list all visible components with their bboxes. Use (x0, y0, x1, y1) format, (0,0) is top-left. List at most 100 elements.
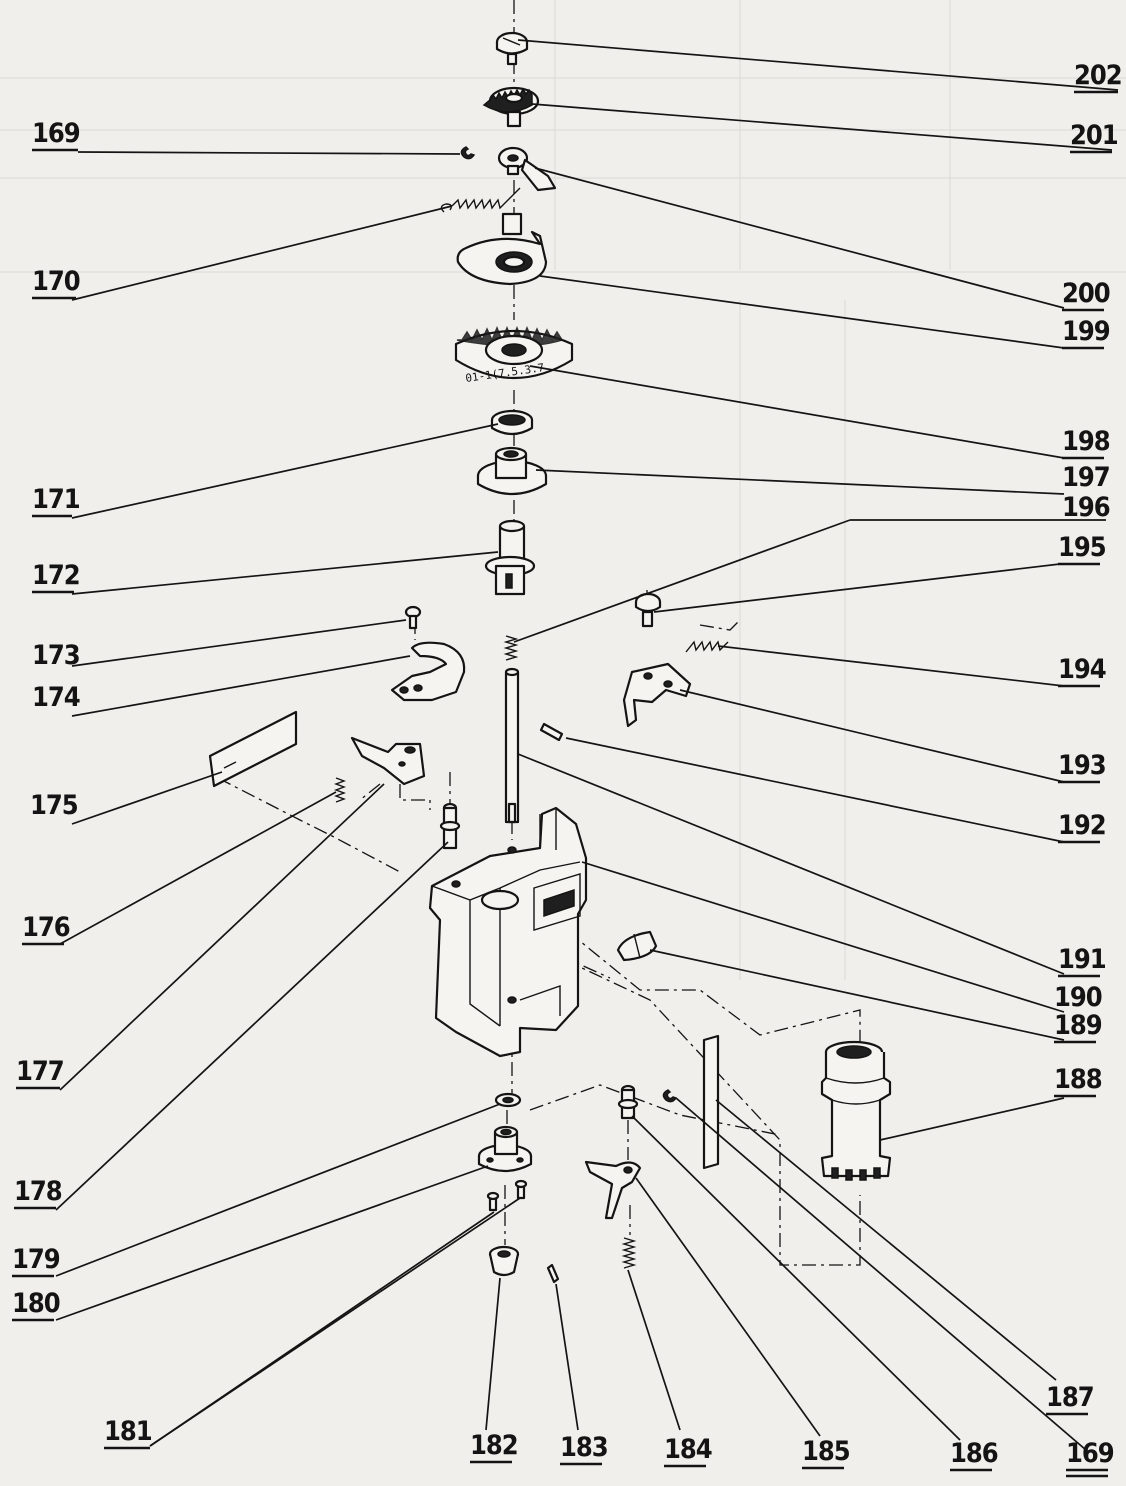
label-190: 190 (1054, 982, 1103, 1013)
part-labels: 169 170 171 172 173 174 175 176 177 178 … (12, 60, 1123, 1478)
label-176: 176 (22, 912, 71, 946)
part-196-small-spring (503, 635, 519, 661)
part-184-spring (621, 1237, 637, 1269)
part-190-main-frame (428, 806, 588, 1058)
label-181: 181 (104, 1416, 153, 1450)
svg-text:169: 169 (1066, 1438, 1114, 1469)
label-195: 195 (1058, 532, 1107, 566)
svg-text:192: 192 (1058, 810, 1106, 841)
svg-text:193: 193 (1058, 750, 1106, 781)
label-197: 197 (1062, 462, 1111, 493)
part-192-pin (539, 722, 564, 742)
part-199-cam-plate (456, 212, 548, 286)
label-170: 170 (32, 266, 81, 300)
svg-text:183: 183 (560, 1432, 608, 1463)
part-179-washer (494, 1092, 522, 1108)
part-174-spring-plate (390, 641, 466, 702)
svg-text:176: 176 (22, 912, 70, 943)
part-202-screw (495, 31, 529, 66)
label-186: 186 (950, 1438, 999, 1472)
label-184: 184 (664, 1434, 713, 1468)
label-179: 179 (12, 1244, 61, 1278)
svg-text:198: 198 (1062, 426, 1110, 457)
part-169-clip-lower (662, 1089, 678, 1103)
svg-text:199: 199 (1062, 316, 1110, 347)
label-191: 191 (1058, 944, 1107, 978)
svg-text:180: 180 (12, 1288, 60, 1319)
part-170-spring (440, 187, 521, 213)
svg-text:172: 172 (32, 560, 80, 591)
part-187-flat-bar (702, 1034, 720, 1170)
label-193: 193 (1058, 750, 1107, 784)
label-174: 174 (32, 682, 81, 713)
svg-text:178: 178 (14, 1176, 62, 1207)
svg-text:177: 177 (16, 1056, 64, 1087)
part-181-screws (486, 1179, 528, 1212)
label-202: 202 (1074, 60, 1123, 94)
leader-lines (55, 39, 1119, 1451)
part-185-lever (584, 1160, 642, 1220)
part-193-bracket (622, 662, 692, 728)
label-172: 172 (32, 560, 81, 594)
part-176-spring-block (334, 736, 426, 803)
label-200: 200 (1062, 278, 1111, 312)
svg-text:186: 186 (950, 1438, 998, 1469)
label-177: 177 (16, 1056, 65, 1090)
part-172-shaft-bushing (484, 519, 536, 596)
part-189-oval-pad (616, 930, 658, 962)
svg-text:188: 188 (1054, 1064, 1102, 1095)
svg-text:169: 169 (32, 118, 80, 149)
part-197-flange-bushing (476, 446, 548, 495)
label-182: 182 (470, 1430, 519, 1464)
part-180-flange-bushing (477, 1125, 533, 1173)
label-196: 196 (1062, 492, 1111, 523)
svg-text:191: 191 (1058, 944, 1106, 975)
label-169-bottom: 169 (1066, 1438, 1115, 1478)
svg-text:181: 181 (104, 1416, 152, 1447)
label-169-top: 169 (32, 118, 81, 152)
svg-text:196: 196 (1062, 492, 1110, 523)
label-199: 199 (1062, 316, 1111, 350)
part-182-nut (488, 1245, 520, 1277)
label-173: 173 (32, 640, 81, 671)
svg-text:175: 175 (30, 790, 78, 821)
label-201: 201 (1070, 120, 1119, 154)
label-171: 171 (32, 484, 81, 518)
svg-text:184: 184 (664, 1434, 712, 1465)
svg-text:185: 185 (802, 1436, 850, 1467)
svg-text:194: 194 (1058, 654, 1106, 685)
svg-text:182: 182 (470, 1430, 518, 1461)
part-175-flat-plate (208, 710, 298, 788)
svg-text:195: 195 (1058, 532, 1106, 563)
part-198-large-gear: 01-1(7.5.3.7 (454, 326, 574, 385)
part-188-cylinder (820, 1040, 892, 1181)
label-175: 175 (30, 790, 79, 821)
label-198: 198 (1062, 426, 1111, 460)
part-169-clip-top (460, 146, 476, 160)
svg-text:201: 201 (1070, 120, 1118, 151)
label-180: 180 (12, 1288, 61, 1322)
part-171-ring (490, 409, 534, 436)
svg-text:189: 189 (1054, 1010, 1102, 1041)
part-200-lever (497, 146, 557, 192)
part-177-stud (439, 802, 461, 850)
part-195-screw (634, 592, 662, 628)
svg-text:200: 200 (1062, 278, 1110, 309)
svg-text:190: 190 (1054, 982, 1102, 1013)
label-189: 189 (1054, 1010, 1103, 1044)
part-183-set-screw (546, 1263, 560, 1284)
svg-text:197: 197 (1062, 462, 1110, 493)
label-192: 192 (1058, 810, 1107, 844)
svg-text:174: 174 (32, 682, 80, 713)
part-173-screw (404, 605, 422, 630)
svg-text:179: 179 (12, 1244, 60, 1275)
svg-text:187: 187 (1046, 1382, 1094, 1413)
label-194: 194 (1058, 654, 1107, 688)
label-178: 178 (14, 1176, 63, 1210)
part-201-small-gear (482, 86, 540, 128)
label-185: 185 (802, 1436, 851, 1470)
label-188: 188 (1054, 1064, 1103, 1098)
part-186-stud (617, 1084, 639, 1120)
